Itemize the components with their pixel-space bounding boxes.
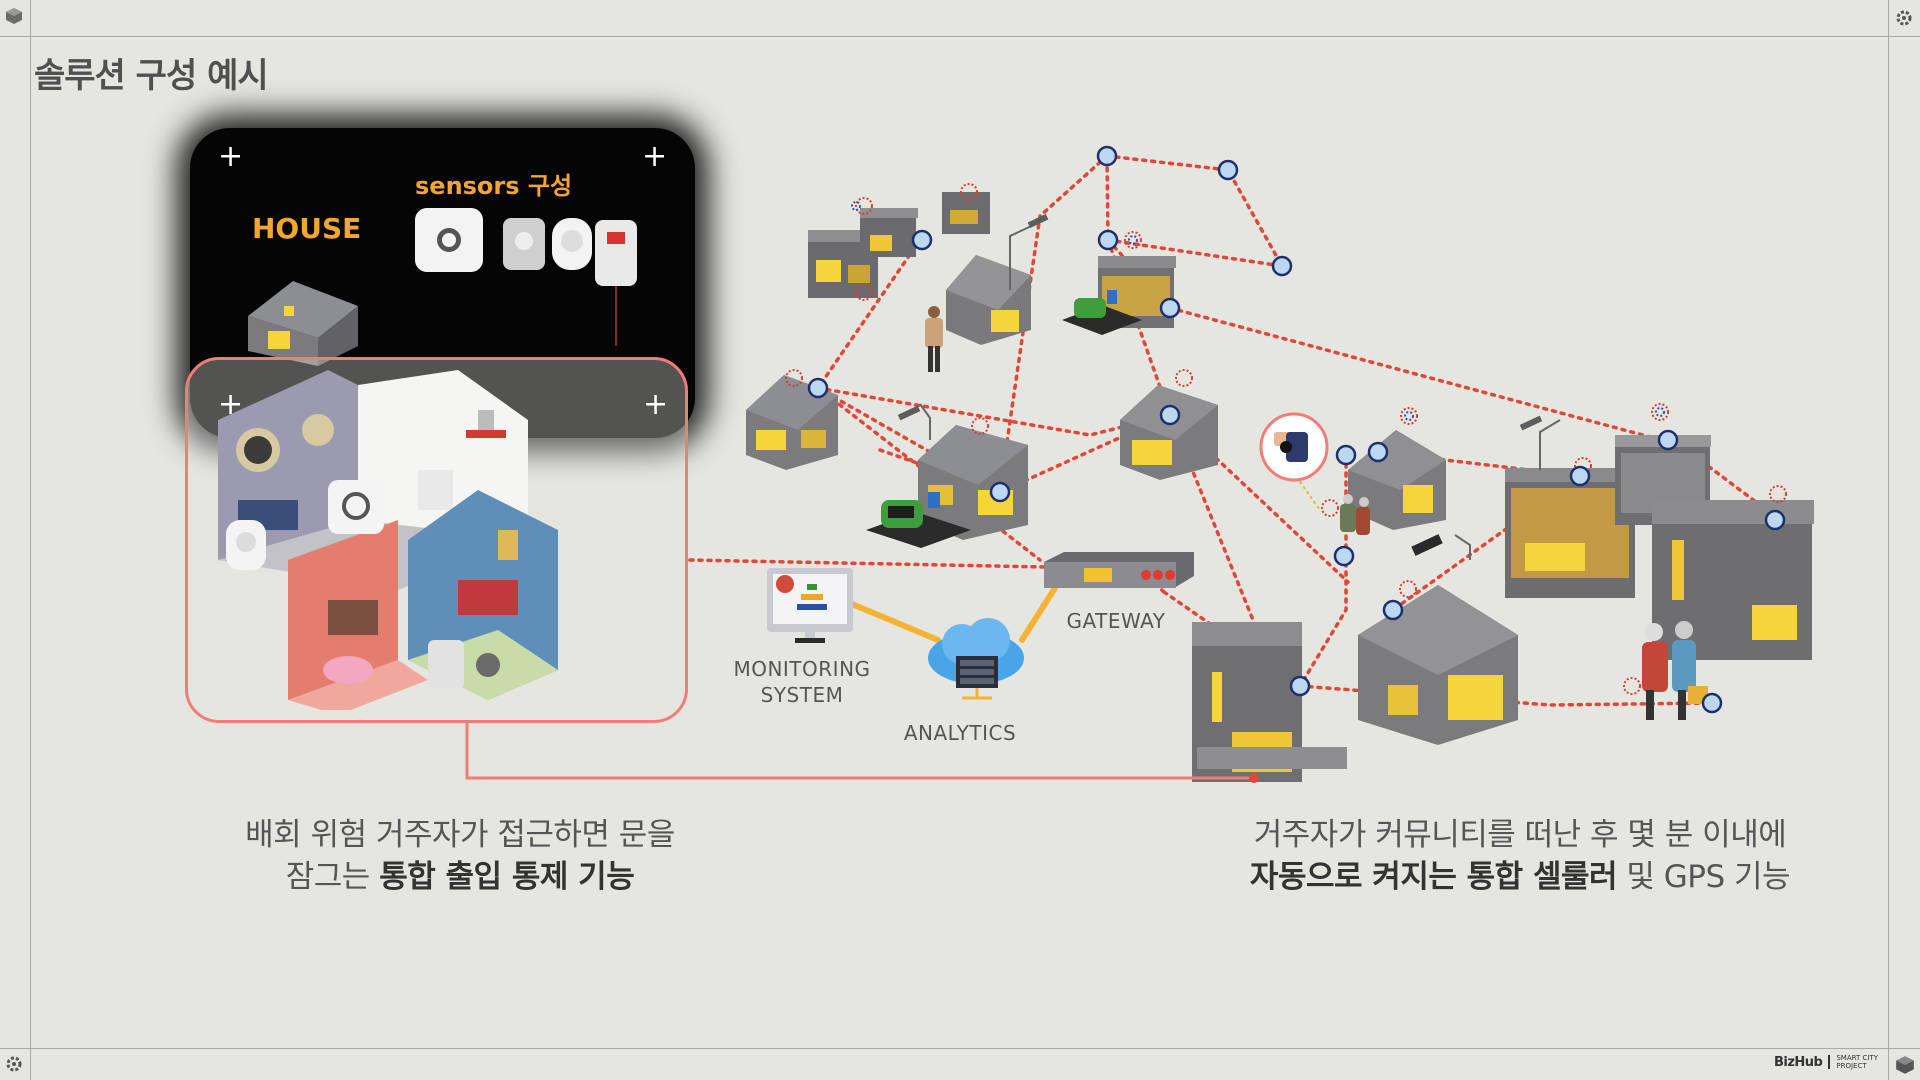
frame-left-line — [30, 0, 31, 1080]
sensor-icon — [595, 220, 637, 286]
network-nodes — [807, 145, 1786, 714]
caption-cellular-gps: 거주자가 커뮤니티를 떠난 후 몇 분 이내에 자동으로 켜지는 통합 셀룰러 … — [1249, 817, 1791, 895]
cube-icon — [1896, 1056, 1914, 1074]
house-icon — [1192, 622, 1347, 782]
plus-icon: + — [642, 139, 668, 174]
frame-right-line — [1888, 0, 1889, 1080]
monitoring-system-label: MONITORING SYSTEM — [733, 657, 871, 707]
sensor-icon — [503, 218, 545, 270]
router-icon — [1044, 552, 1194, 588]
house-icon — [918, 425, 1028, 540]
person-icon — [1642, 621, 1708, 720]
house-icon — [946, 255, 1031, 345]
sensors-label: sensors 구성 — [415, 172, 573, 200]
page-title: 솔루션 구성 예시 — [34, 56, 269, 96]
caption-access-control: 배회 위험 거주자가 접근하면 문을 잠그는 통합 출입 통제 기능 — [245, 817, 675, 895]
person-icon — [1340, 494, 1370, 535]
gear-icon — [6, 1056, 22, 1072]
watch-icon — [1259, 412, 1329, 482]
house-icon — [1652, 500, 1814, 660]
monitor-icon — [767, 568, 853, 643]
analytics-label: ANALYTICS — [903, 721, 1017, 745]
gateway-label: GATEWAY — [1066, 609, 1166, 633]
house-icon — [942, 192, 990, 234]
house-icon — [1358, 585, 1518, 745]
person-icon — [925, 306, 943, 372]
frame-top-line — [0, 36, 1920, 37]
cube-icon — [6, 8, 22, 24]
cloud-icon — [928, 618, 1024, 700]
house-icon — [860, 208, 918, 257]
frame-bottom-line — [0, 1048, 1920, 1049]
sensor-icon — [415, 208, 483, 272]
car-icon — [866, 492, 971, 548]
signal-icons — [785, 183, 1787, 695]
house-icon — [1505, 468, 1637, 598]
house-label: HOUSE — [252, 212, 362, 245]
system-links — [849, 585, 1058, 643]
sensor-icon — [552, 218, 592, 270]
car-icon — [1062, 290, 1142, 335]
house-icon — [1120, 385, 1218, 480]
plus-icon: + — [218, 139, 244, 174]
house-icon — [248, 281, 358, 366]
gear-icon — [1896, 10, 1912, 26]
sensor-cable — [615, 286, 617, 346]
room-sensor-panel: + + — [185, 357, 688, 723]
isometric-rooms-illustration — [218, 370, 558, 710]
plus-icon: + — [643, 387, 669, 422]
